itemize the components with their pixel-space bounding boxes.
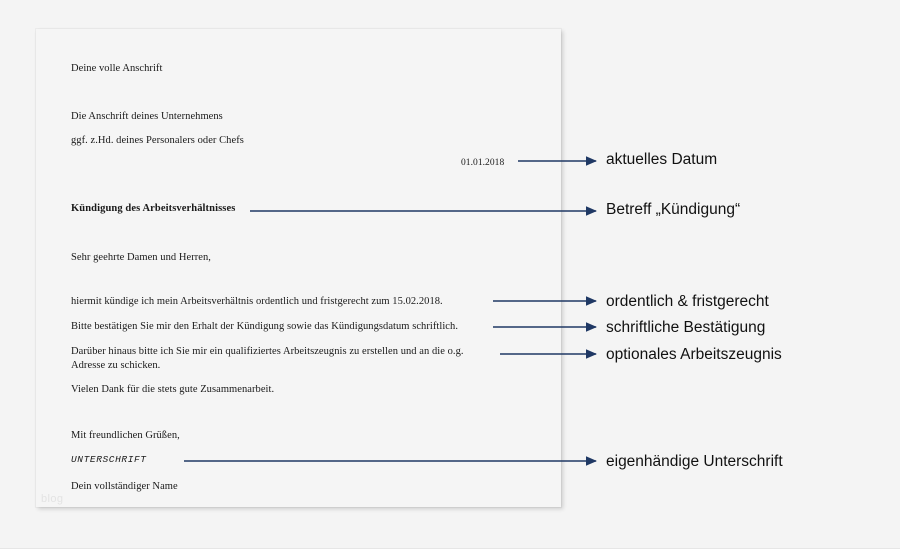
letter-full-name: Dein vollständiger Name (71, 481, 178, 492)
letter-paragraph-termination: hiermit kündige ich mein Arbeitsverhältn… (71, 296, 443, 307)
annotation-label-optionales-arbeitszeugnis: optionales Arbeitszeugnis (606, 346, 782, 363)
annotation-label-ordentlich-fristgerecht: ordentlich & fristgerecht (606, 293, 769, 310)
letter-page: Deine volle Anschrift Die Anschrift dein… (36, 29, 561, 507)
letter-date: 01.01.2018 (461, 158, 505, 168)
annotation-label-date: aktuelles Datum (606, 151, 718, 168)
letter-closing: Mit freundlichen Grüßen, (71, 430, 180, 441)
letter-paragraph-confirmation: Bitte bestätigen Sie mir den Erhalt der … (71, 321, 458, 332)
letter-paragraph-reference: Darüber hinaus bitte ich Sie mir ein qua… (71, 346, 466, 371)
letter-recipient-address: Die Anschrift deines Unternehmens (71, 111, 223, 122)
letter-attention-line: ggf. z.Hd. deines Personalers oder Chefs (71, 135, 244, 146)
letter-subject-line: Kündigung des Arbeitsverhältnisses (71, 203, 236, 214)
annotation-label-eigenhaendige-unterschrift: eigenhändige Unterschrift (606, 453, 783, 470)
blog-watermark: blog (41, 493, 64, 505)
letter-signature-placeholder: UNTERSCHRIFT (71, 454, 147, 465)
letter-paragraph-thanks: Vielen Dank für die stets gute Zusammena… (71, 384, 275, 395)
annotation-label-schriftliche-bestaetigung: schriftliche Bestätigung (606, 319, 766, 336)
letter-salutation: Sehr geehrte Damen und Herren, (71, 252, 211, 263)
annotation-label-subject: Betreff „Kündigung“ (606, 201, 741, 218)
letter-sender-address: Deine volle Anschrift (71, 63, 163, 74)
